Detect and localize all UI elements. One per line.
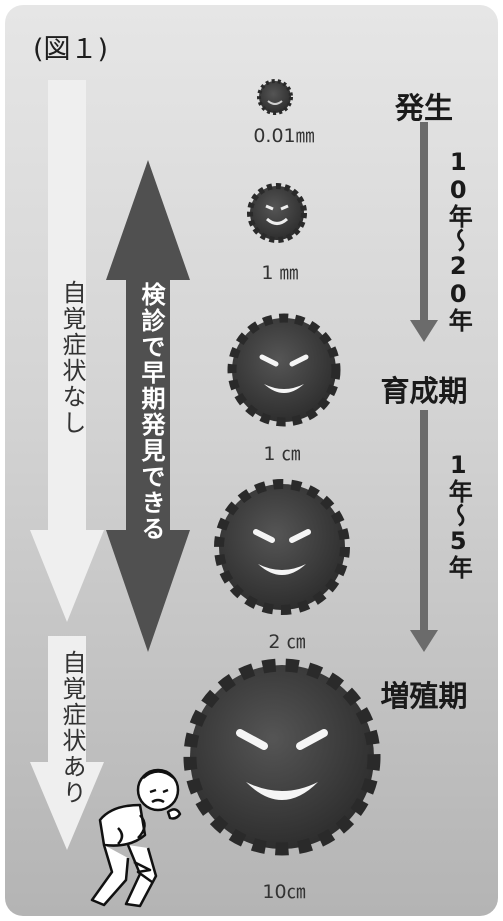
early-detection-label: 検診で早期発見できる [137,282,165,542]
size-label-1mm: 1 ㎜ [261,262,299,284]
stage-growth: 育成期 [380,374,468,408]
with-symptoms-label: 自覚症状あり [58,650,86,806]
stage-proliferation: 増殖期 [380,679,468,713]
time-arrow-1 [410,122,438,342]
figure-panel: (図１) 0.01㎜ 1 ㎜ 1 ㎝ 2 ㎝ 10㎝ 発生 育成期 増殖期 10… [5,5,498,916]
size-label-0-01mm: 0.01㎜ [253,125,315,147]
figure-label: (図１) [33,34,109,65]
early-detection-arrow [106,160,190,652]
size-label-10cm: 10㎝ [262,881,306,903]
size-label-2cm: 2 ㎝ [268,631,306,653]
tumor-10cm [183,658,381,856]
person-in-pain-illustration [90,768,182,908]
size-label-1cm: 1 ㎝ [263,443,301,465]
tumor-1mm [247,183,307,243]
tumor-1cm [227,313,341,427]
no-symptoms-arrow [30,80,104,622]
with-symptoms-arrow [30,636,104,850]
tumor-0-01mm [257,79,293,115]
duration-1-5-years: 1年〜5年 [444,451,473,579]
stage-onset: 発生 [394,91,454,125]
time-arrow-2 [410,410,438,652]
no-symptoms-label: 自覚症状なし [58,280,86,436]
figure-graphics [30,79,438,908]
tumor-2cm [214,479,350,615]
duration-10-20-years: 10年〜20年 [444,148,473,332]
